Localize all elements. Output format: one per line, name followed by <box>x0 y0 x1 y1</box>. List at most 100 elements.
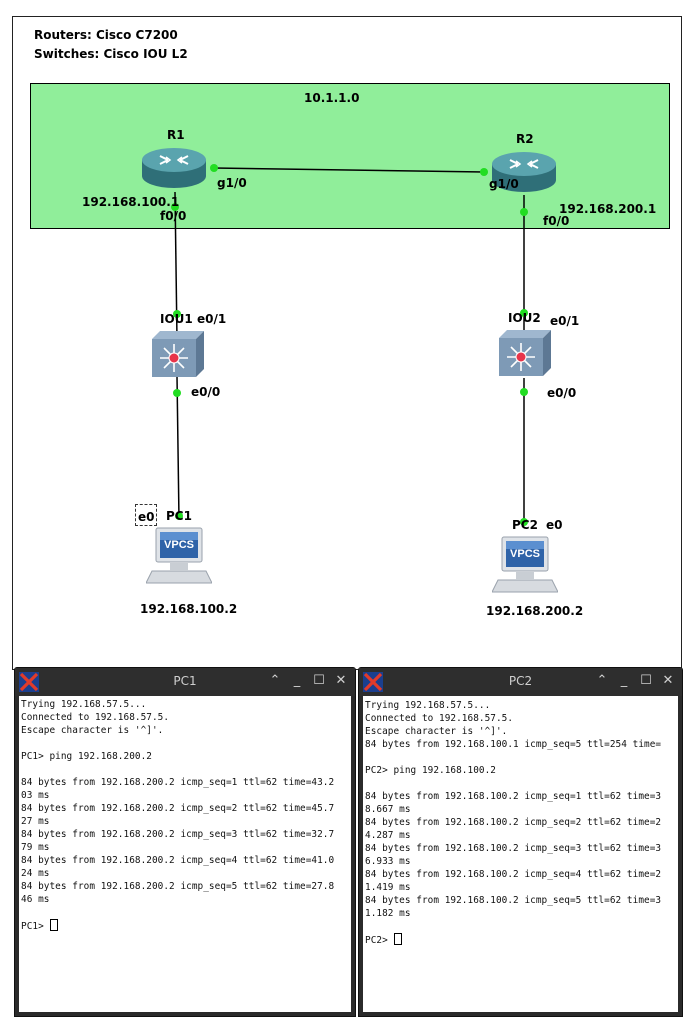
pc-pc2[interactable]: VPCS <box>491 536 559 594</box>
maximize-icon[interactable]: ☐ <box>313 673 325 688</box>
switch-icon <box>152 331 204 377</box>
links-layer <box>171 164 528 526</box>
terminal-screen[interactable]: Trying 192.168.57.5... Connected to 192.… <box>19 696 351 1012</box>
link-dot <box>520 388 528 396</box>
close-icon[interactable]: ✕ <box>662 673 674 688</box>
terminal-line <box>365 751 678 764</box>
pc2-e0-label: e0 <box>546 518 563 532</box>
terminal-line: Connected to 192.168.57.5. <box>365 713 514 724</box>
link-dot <box>171 203 179 211</box>
terminal-window-pc1[interactable]: PC1 ⌃ _ ☐ ✕ Trying 192.168.57.5... Conne… <box>14 667 356 1017</box>
terminal-line: Escape character is '^]'. <box>21 725 164 736</box>
terminal-line: 84 bytes from 192.168.100.2 icmp_seq=5 t… <box>365 895 662 906</box>
router-icon <box>492 152 556 192</box>
terminal-output: Trying 192.168.57.5... Connected to 192.… <box>19 696 351 932</box>
terminal-output: Trying 192.168.57.5... Connected to 192.… <box>363 696 678 946</box>
chevron-up-icon[interactable]: ⌃ <box>596 673 608 688</box>
iou2-label: IOU2 <box>508 311 541 325</box>
chevron-up-icon[interactable]: ⌃ <box>269 673 281 688</box>
x-app-icon <box>363 672 383 692</box>
terminal-line: 6.933 ms <box>365 856 411 867</box>
subnet-rectangle[interactable] <box>30 83 670 229</box>
iou1-e0-0-label: e0/0 <box>191 385 221 399</box>
link-dot <box>175 512 183 520</box>
terminal-title: PC1 <box>173 674 197 688</box>
link-dot <box>173 310 181 318</box>
vpcs-icon <box>145 527 213 584</box>
terminal-line <box>21 737 351 750</box>
link-dot <box>520 309 528 317</box>
terminal-title: PC2 <box>508 674 533 688</box>
note-switches[interactable]: Switches: Cisco IOU L2 <box>34 47 188 61</box>
link-dot <box>520 208 528 216</box>
r2-ip-label: 192.168.200.1 <box>559 202 657 216</box>
link-dot <box>480 168 488 176</box>
terminal-line: 46 ms <box>21 894 50 905</box>
pc2-ip-label: 192.168.200.2 <box>486 604 584 618</box>
pc1-e0-label: e0 <box>138 510 155 524</box>
iou1-label: IOU1 <box>160 312 193 326</box>
terminal-line: 8.667 ms <box>365 804 411 815</box>
pc-pc1[interactable]: VPCS <box>145 527 213 585</box>
switch-icon <box>499 330 551 376</box>
terminal-line: 4.287 ms <box>365 830 411 841</box>
terminal-line: PC2> ping 192.168.100.2 <box>365 765 496 776</box>
terminal-line: 1.182 ms <box>365 908 411 919</box>
link-dot <box>520 518 528 526</box>
pc1-label: PC1 <box>166 509 192 523</box>
iou1-e0-1-label: e0/1 <box>197 312 227 326</box>
terminal-titlebar[interactable]: PC1 ⌃ _ ☐ ✕ <box>15 668 355 696</box>
terminal-line: Connected to 192.168.57.5. <box>21 712 170 723</box>
terminal-line <box>21 763 351 776</box>
vpcs-icon <box>491 536 559 593</box>
terminal-line: Trying 192.168.57.5... <box>21 699 147 710</box>
terminal-line: 79 ms <box>21 842 50 853</box>
router-icon <box>142 148 206 188</box>
terminal-line: 1.419 ms <box>365 882 411 893</box>
terminal-line: 84 bytes from 192.168.100.2 icmp_seq=3 t… <box>365 843 662 854</box>
switch-iou2[interactable] <box>497 330 551 376</box>
terminal-cursor <box>394 933 403 945</box>
pc2-label: PC2 <box>512 518 538 532</box>
terminal-line: 84 bytes from 192.168.200.2 icmp_seq=1 t… <box>21 777 335 788</box>
terminal-prompt-line[interactable]: PC1> <box>21 919 351 932</box>
vpcs-logo-text: VPCS <box>510 548 540 560</box>
terminal-titlebar[interactable]: PC2 ⌃ _ ☐ ✕ <box>359 668 682 696</box>
terminal-prompt: PC2> <box>365 935 394 946</box>
terminal-line: Escape character is '^]'. <box>365 726 508 737</box>
note-routers[interactable]: Routers: Cisco C7200 <box>34 28 178 42</box>
link-dot <box>210 164 218 172</box>
terminal-line: 24 ms <box>21 868 50 879</box>
terminal-prompt: PC1> <box>21 921 50 932</box>
close-icon[interactable]: ✕ <box>335 673 347 688</box>
minimize-icon[interactable]: _ <box>620 673 628 688</box>
terminal-line <box>365 777 678 790</box>
link-r1-r2 <box>213 167 485 173</box>
minimize-icon[interactable]: _ <box>293 673 301 688</box>
router-r2[interactable] <box>490 150 558 194</box>
r2-f0-0-label: f0/0 <box>543 214 570 228</box>
terminal-cursor <box>50 919 59 931</box>
pc1-port-box <box>135 504 157 526</box>
iou2-e0-1-label: e0/1 <box>550 314 580 328</box>
link-iou1-pc1 <box>176 375 180 521</box>
r1-f0-0-label: f0/0 <box>160 209 187 223</box>
terminal-line <box>365 920 678 933</box>
x-app-icon <box>19 672 39 692</box>
terminal-prompt-line[interactable]: PC2> <box>365 933 678 946</box>
iou2-e0-0-label: e0/0 <box>547 386 577 400</box>
r2-label: R2 <box>516 132 534 146</box>
r2-g1-0-label: g1/0 <box>489 177 519 191</box>
terminal-line: 84 bytes from 192.168.100.2 icmp_seq=2 t… <box>365 817 662 828</box>
terminal-window-pc2[interactable]: PC2 ⌃ _ ☐ ✕ Trying 192.168.57.5... Conne… <box>358 667 683 1017</box>
terminal-line: 84 bytes from 192.168.100.2 icmp_seq=4 t… <box>365 869 662 880</box>
maximize-icon[interactable]: ☐ <box>640 673 652 688</box>
terminal-screen[interactable]: Trying 192.168.57.5... Connected to 192.… <box>363 696 678 1012</box>
r1-label: R1 <box>167 128 185 142</box>
switch-iou1[interactable] <box>150 331 204 377</box>
terminal-line: 84 bytes from 192.168.200.2 icmp_seq=2 t… <box>21 803 335 814</box>
router-r1[interactable] <box>140 146 208 190</box>
terminal-line: 27 ms <box>21 816 50 827</box>
terminal-line: 03 ms <box>21 790 50 801</box>
terminal-line: 84 bytes from 192.168.200.2 icmp_seq=3 t… <box>21 829 335 840</box>
